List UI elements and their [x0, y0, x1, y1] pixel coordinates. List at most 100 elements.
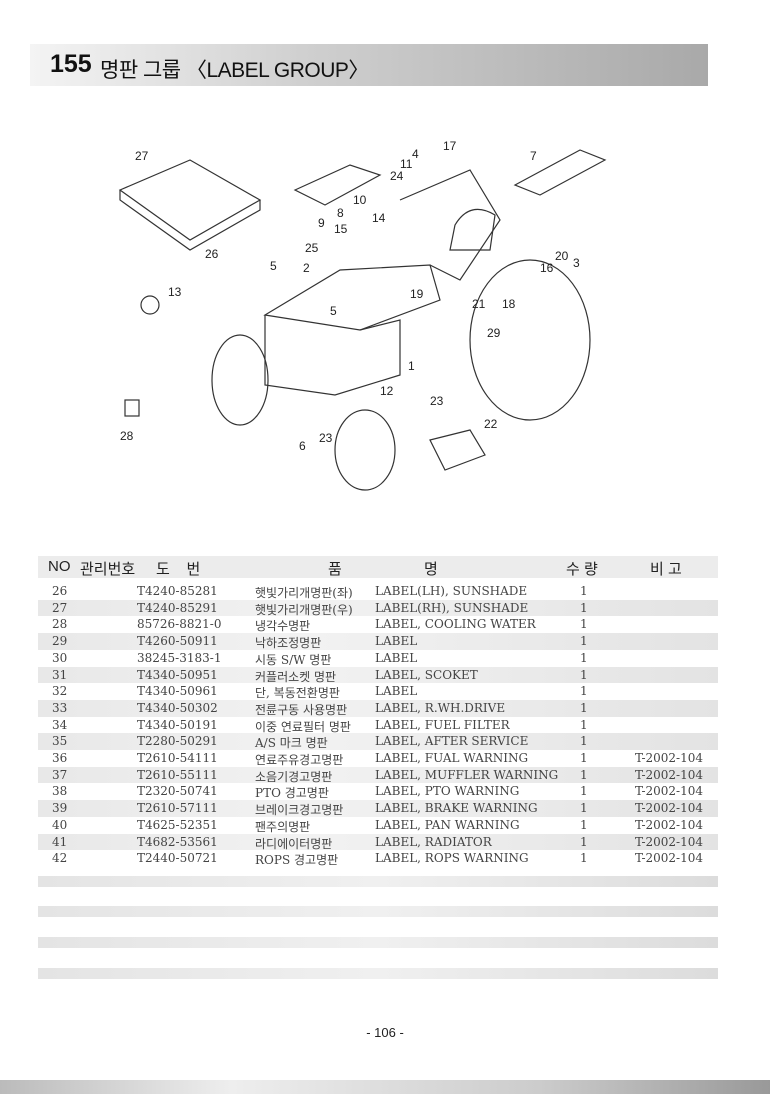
item-no: 29 [52, 634, 68, 649]
callout-number: 13 [168, 285, 182, 299]
item-no: 32 [52, 684, 68, 699]
korean-name: 연료주유경고명판 [255, 753, 344, 767]
quantity: 1 [580, 784, 588, 799]
callout-number: 3 [573, 256, 580, 270]
cap-part-13 [140, 295, 160, 315]
quantity: 1 [580, 834, 588, 849]
rear-fender [399, 169, 501, 281]
quantity: 1 [580, 767, 588, 782]
english-name: LABEL, SCOKET [375, 667, 478, 682]
item-no: 27 [52, 600, 68, 615]
quantity: 1 [580, 717, 588, 732]
item-no: 36 [52, 751, 68, 765]
item-no: 39 [52, 801, 68, 816]
english-name: LABEL, AFTER SERVICE [375, 734, 529, 749]
quantity: 1 [580, 584, 588, 598]
item-no: 37 [52, 767, 68, 782]
part-number: T4240-85281 [137, 584, 218, 598]
item-no: 42 [52, 851, 68, 866]
step-part [429, 429, 486, 471]
quantity: 1 [580, 817, 588, 832]
callout-number: 21 [472, 297, 486, 311]
item-no: 26 [52, 584, 68, 598]
section-number: 155 [50, 50, 92, 78]
callout-number: 10 [353, 193, 367, 207]
part-number: 38245-3183-1 [137, 650, 222, 665]
remark: T-2002-104 [635, 801, 704, 816]
scan-edge [0, 1080, 770, 1094]
part-number: T4340-50961 [137, 684, 218, 699]
section-title: 명판 그룹 〈LABEL GROUP〉 [100, 59, 369, 82]
korean-name: 햇빛가리개명판(우) [255, 602, 353, 617]
part-number: T2610-54111 [137, 751, 218, 765]
callout-number: 5 [330, 304, 337, 318]
korean-name: 커플러소켓 명판 [255, 669, 337, 684]
english-name: LABEL, PAN WARNING [375, 817, 520, 832]
part-number: T4240-85291 [137, 600, 218, 615]
callout-number: 12 [380, 384, 394, 398]
english-name: LABEL, PTO WARNING [375, 784, 520, 799]
col-name-1: 품 [328, 561, 342, 578]
callout-number: 7 [530, 149, 537, 163]
korean-name: 시동 S/W 명판 [255, 652, 332, 667]
col-part-no: 도 번 [156, 561, 201, 578]
korean-name: 낙하조정명판 [255, 636, 322, 651]
scan-stripe [38, 937, 718, 948]
callout-number: 29 [487, 326, 501, 340]
english-name: LABEL [375, 634, 418, 649]
remark: T-2002-104 [635, 767, 704, 782]
item-no: 30 [52, 650, 68, 665]
korean-name: 냉각수명판 [255, 619, 311, 634]
item-no: 28 [52, 617, 68, 632]
callout-number: 2 [303, 261, 310, 275]
part-number: T4340-50951 [137, 667, 218, 682]
korean-name: 라디에이터명판 [255, 836, 333, 851]
part-number: T2610-57111 [137, 801, 218, 816]
callout-number: 5 [270, 259, 277, 273]
left-front-wheel [211, 334, 269, 426]
quantity: 1 [580, 751, 588, 765]
rops-part [513, 149, 607, 196]
quantity: 1 [580, 617, 588, 632]
callout-number: 23 [430, 394, 444, 408]
part-number: T4260-50911 [137, 634, 218, 649]
korean-name: 전륜구동 사용명판 [255, 702, 348, 717]
scan-stripe [38, 906, 718, 917]
section-header: 155 명판 그룹 〈LABEL GROUP〉 [30, 44, 708, 86]
korean-name: PTO 경고명판 [255, 786, 329, 801]
item-no: 41 [52, 834, 68, 849]
english-name: LABEL(RH), SUNSHADE [375, 600, 529, 615]
sunshade-part [118, 159, 262, 251]
col-qty: 수 량 [566, 561, 598, 578]
remark: T-2002-104 [635, 817, 704, 832]
english-name: LABEL [375, 684, 418, 699]
item-no: 31 [52, 667, 68, 682]
english-name: LABEL, FUEL FILTER [375, 717, 510, 732]
korean-name: 단, 복동전환명판 [255, 686, 340, 701]
callout-number: 11 [400, 157, 413, 171]
callout-number: 1 [408, 359, 415, 373]
item-no: 38 [52, 784, 68, 799]
item-no: 33 [52, 700, 68, 715]
callout-number: 26 [205, 247, 219, 261]
item-no: 34 [52, 717, 68, 732]
korean-name: 소음기경고명판 [255, 769, 333, 784]
quantity: 1 [580, 650, 588, 665]
quantity: 1 [580, 734, 588, 749]
english-name: LABEL(LH), SUNSHADE [375, 584, 528, 598]
korean-name: A/S 마크 명판 [255, 736, 328, 751]
quantity: 1 [580, 700, 588, 715]
